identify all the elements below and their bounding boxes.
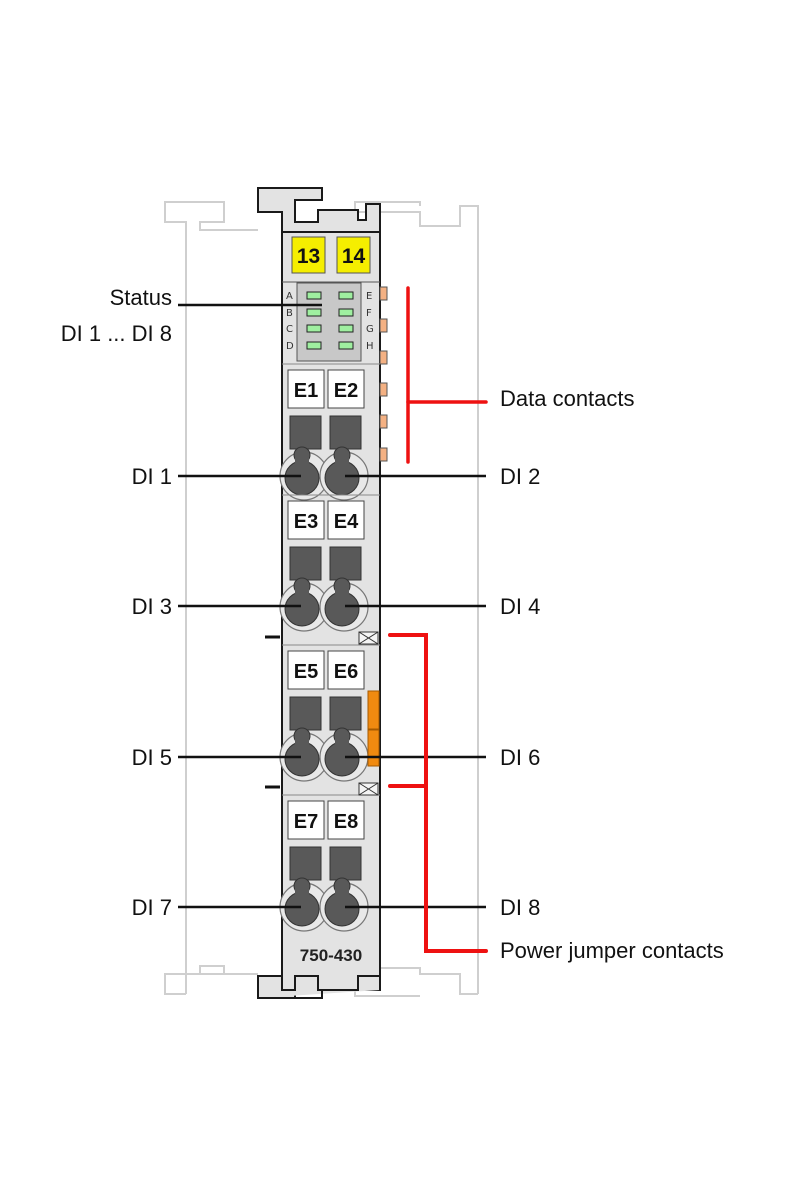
led-f bbox=[338, 308, 354, 317]
wire-clamp-neck bbox=[295, 455, 309, 467]
jumper-slot-bottom bbox=[358, 782, 379, 796]
terminal-label: E5 bbox=[294, 661, 318, 683]
label-di6: DI 6 bbox=[500, 745, 540, 770]
terminal-label: E8 bbox=[334, 811, 358, 833]
led-a bbox=[306, 291, 322, 300]
led-letter: G bbox=[366, 324, 374, 335]
marker-tag-label: 14 bbox=[342, 245, 366, 268]
label-di1: DI 1 bbox=[132, 464, 172, 489]
wire-clamp-neck bbox=[335, 736, 349, 748]
terminal-group: E3 E4 bbox=[279, 494, 380, 632]
release-button[interactable] bbox=[329, 546, 362, 581]
led-letter: C bbox=[286, 324, 293, 335]
led-indicators bbox=[306, 291, 354, 350]
label-di7: DI 7 bbox=[132, 895, 172, 920]
led-status-panel: A B C D E F G H bbox=[286, 282, 374, 362]
data-contacts-bracket bbox=[406, 286, 488, 464]
terminal-group: E1 E2 bbox=[279, 363, 380, 501]
release-button[interactable] bbox=[329, 696, 362, 731]
terminal-label: E4 bbox=[334, 511, 359, 533]
release-button[interactable] bbox=[289, 546, 322, 581]
terminal-label: E1 bbox=[294, 380, 318, 402]
terminal-label-box bbox=[287, 369, 325, 409]
label-di2: DI 2 bbox=[500, 464, 540, 489]
led-h bbox=[338, 341, 354, 350]
led-letter: H bbox=[366, 341, 374, 352]
jumper-slot-top bbox=[358, 631, 379, 645]
release-button[interactable] bbox=[289, 415, 322, 450]
terminal-label-box bbox=[287, 500, 325, 540]
terminal-label: E7 bbox=[294, 811, 318, 833]
label-di4: DI 4 bbox=[500, 594, 540, 619]
wire-clamp-neck bbox=[295, 736, 309, 748]
wire-clamp-neck bbox=[295, 586, 309, 598]
terminal-label-box bbox=[327, 800, 365, 840]
label-di3: DI 3 bbox=[132, 594, 172, 619]
marker-tag-13: 13 bbox=[291, 236, 326, 274]
wire-clamp-neck bbox=[335, 455, 349, 467]
terminal-label: E3 bbox=[294, 511, 318, 533]
data-contacts bbox=[379, 286, 388, 462]
terminal-label-box bbox=[327, 369, 365, 409]
model-number: 750-430 bbox=[300, 946, 362, 965]
terminal-label-box bbox=[327, 500, 365, 540]
marker-tag-label: 13 bbox=[297, 245, 320, 268]
led-letter: B bbox=[286, 308, 293, 319]
label-data-contacts: Data contacts bbox=[500, 386, 635, 411]
power-jumper-contact bbox=[367, 690, 380, 767]
wire-clamp-neck bbox=[295, 886, 309, 898]
led-letter: F bbox=[366, 308, 372, 319]
led-g bbox=[338, 324, 354, 333]
terminal-group: E5 E6 bbox=[279, 644, 380, 782]
led-letter: A bbox=[286, 291, 293, 302]
callout-lines-right bbox=[345, 474, 486, 909]
terminal-label-box bbox=[287, 800, 325, 840]
label-status: Status bbox=[110, 285, 172, 310]
label-di5: DI 5 bbox=[132, 745, 172, 770]
release-button[interactable] bbox=[329, 415, 362, 450]
neighbor-module-outline-left bbox=[164, 201, 258, 995]
callout-lines-left bbox=[178, 303, 322, 909]
terminal-group: E7 E8 bbox=[279, 794, 380, 932]
release-button[interactable] bbox=[289, 846, 322, 881]
terminal-label-box bbox=[327, 650, 365, 690]
label-di8: DI 8 bbox=[500, 895, 540, 920]
led-c bbox=[306, 324, 322, 333]
wire-clamp-neck bbox=[335, 586, 349, 598]
led-d bbox=[306, 341, 322, 350]
release-button[interactable] bbox=[329, 846, 362, 881]
led-e bbox=[338, 291, 354, 300]
release-button[interactable] bbox=[289, 696, 322, 731]
led-b bbox=[306, 308, 322, 317]
label-status-range: DI 1 ... DI 8 bbox=[61, 321, 172, 346]
label-power-jumper-contacts: Power jumper contacts bbox=[500, 938, 724, 963]
wire-clamp-neck bbox=[335, 886, 349, 898]
terminal-label: E6 bbox=[334, 661, 358, 683]
terminal-label: E2 bbox=[334, 380, 358, 402]
power-jumper-bracket bbox=[388, 633, 488, 953]
terminal-label-box bbox=[287, 650, 325, 690]
marker-tag-14: 14 bbox=[336, 236, 371, 274]
led-letter: E bbox=[366, 291, 372, 302]
led-letter: D bbox=[286, 341, 294, 352]
